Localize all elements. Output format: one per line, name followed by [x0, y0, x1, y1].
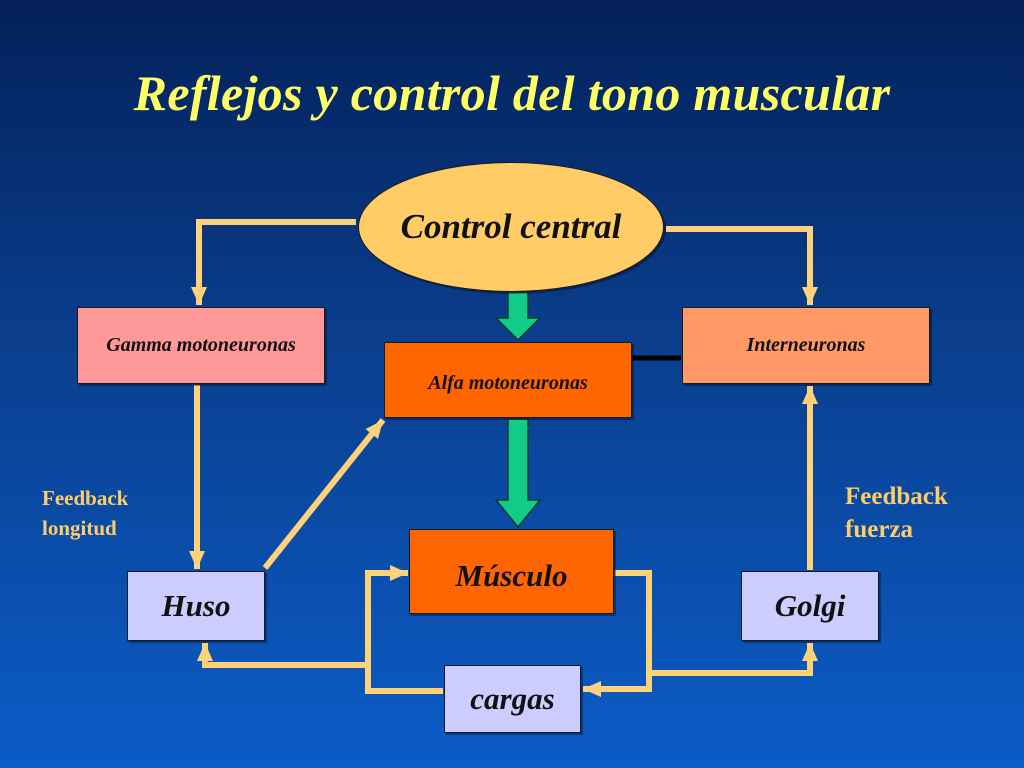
control-central-node: Control central: [358, 162, 664, 292]
huso-node: Huso: [127, 571, 265, 641]
alfa-motoneuronas-label: Alfa motoneuronas: [428, 372, 588, 394]
connector-to-golgi: [649, 643, 818, 676]
cargas-node: cargas: [444, 665, 581, 733]
golgi-node: Golgi: [741, 571, 879, 641]
connector-musculo-to-cargas: [583, 570, 652, 697]
control-central-label: Control central: [400, 207, 622, 246]
connector-huso-to-alfa: [262, 418, 386, 570]
connector-control-to-interneuronas: [666, 226, 818, 305]
musculo-node: Músculo: [409, 529, 614, 614]
musculo-label: Músculo: [455, 558, 568, 593]
connector-to-huso: [197, 643, 368, 668]
alfa-motoneuronas-node: Alfa motoneuronas: [384, 342, 632, 418]
connector-cargas-to-musculo: [365, 565, 443, 694]
slide-title: Reflejos y control del tono muscular: [133, 65, 891, 121]
feedback-longitud-note: Feedback longitud: [42, 486, 129, 541]
gamma-motoneuronas-node: Gamma motoneuronas: [77, 307, 325, 384]
golgi-label: Golgi: [774, 588, 846, 623]
cargas-label: cargas: [470, 681, 555, 716]
big-arrow-alfa-to-musculo: [494, 418, 542, 529]
huso-label: Huso: [161, 588, 231, 623]
feedback-fuerza-note: Feedback fuerza: [845, 483, 948, 543]
connector-control-to-gamma: [191, 219, 356, 305]
gamma-motoneuronas-label: Gamma motoneuronas: [106, 334, 296, 356]
big-arrow-control-to-alfa: [494, 291, 542, 342]
interneuronas-label: Interneuronas: [746, 334, 866, 356]
interneuronas-node: Interneuronas: [682, 307, 930, 384]
